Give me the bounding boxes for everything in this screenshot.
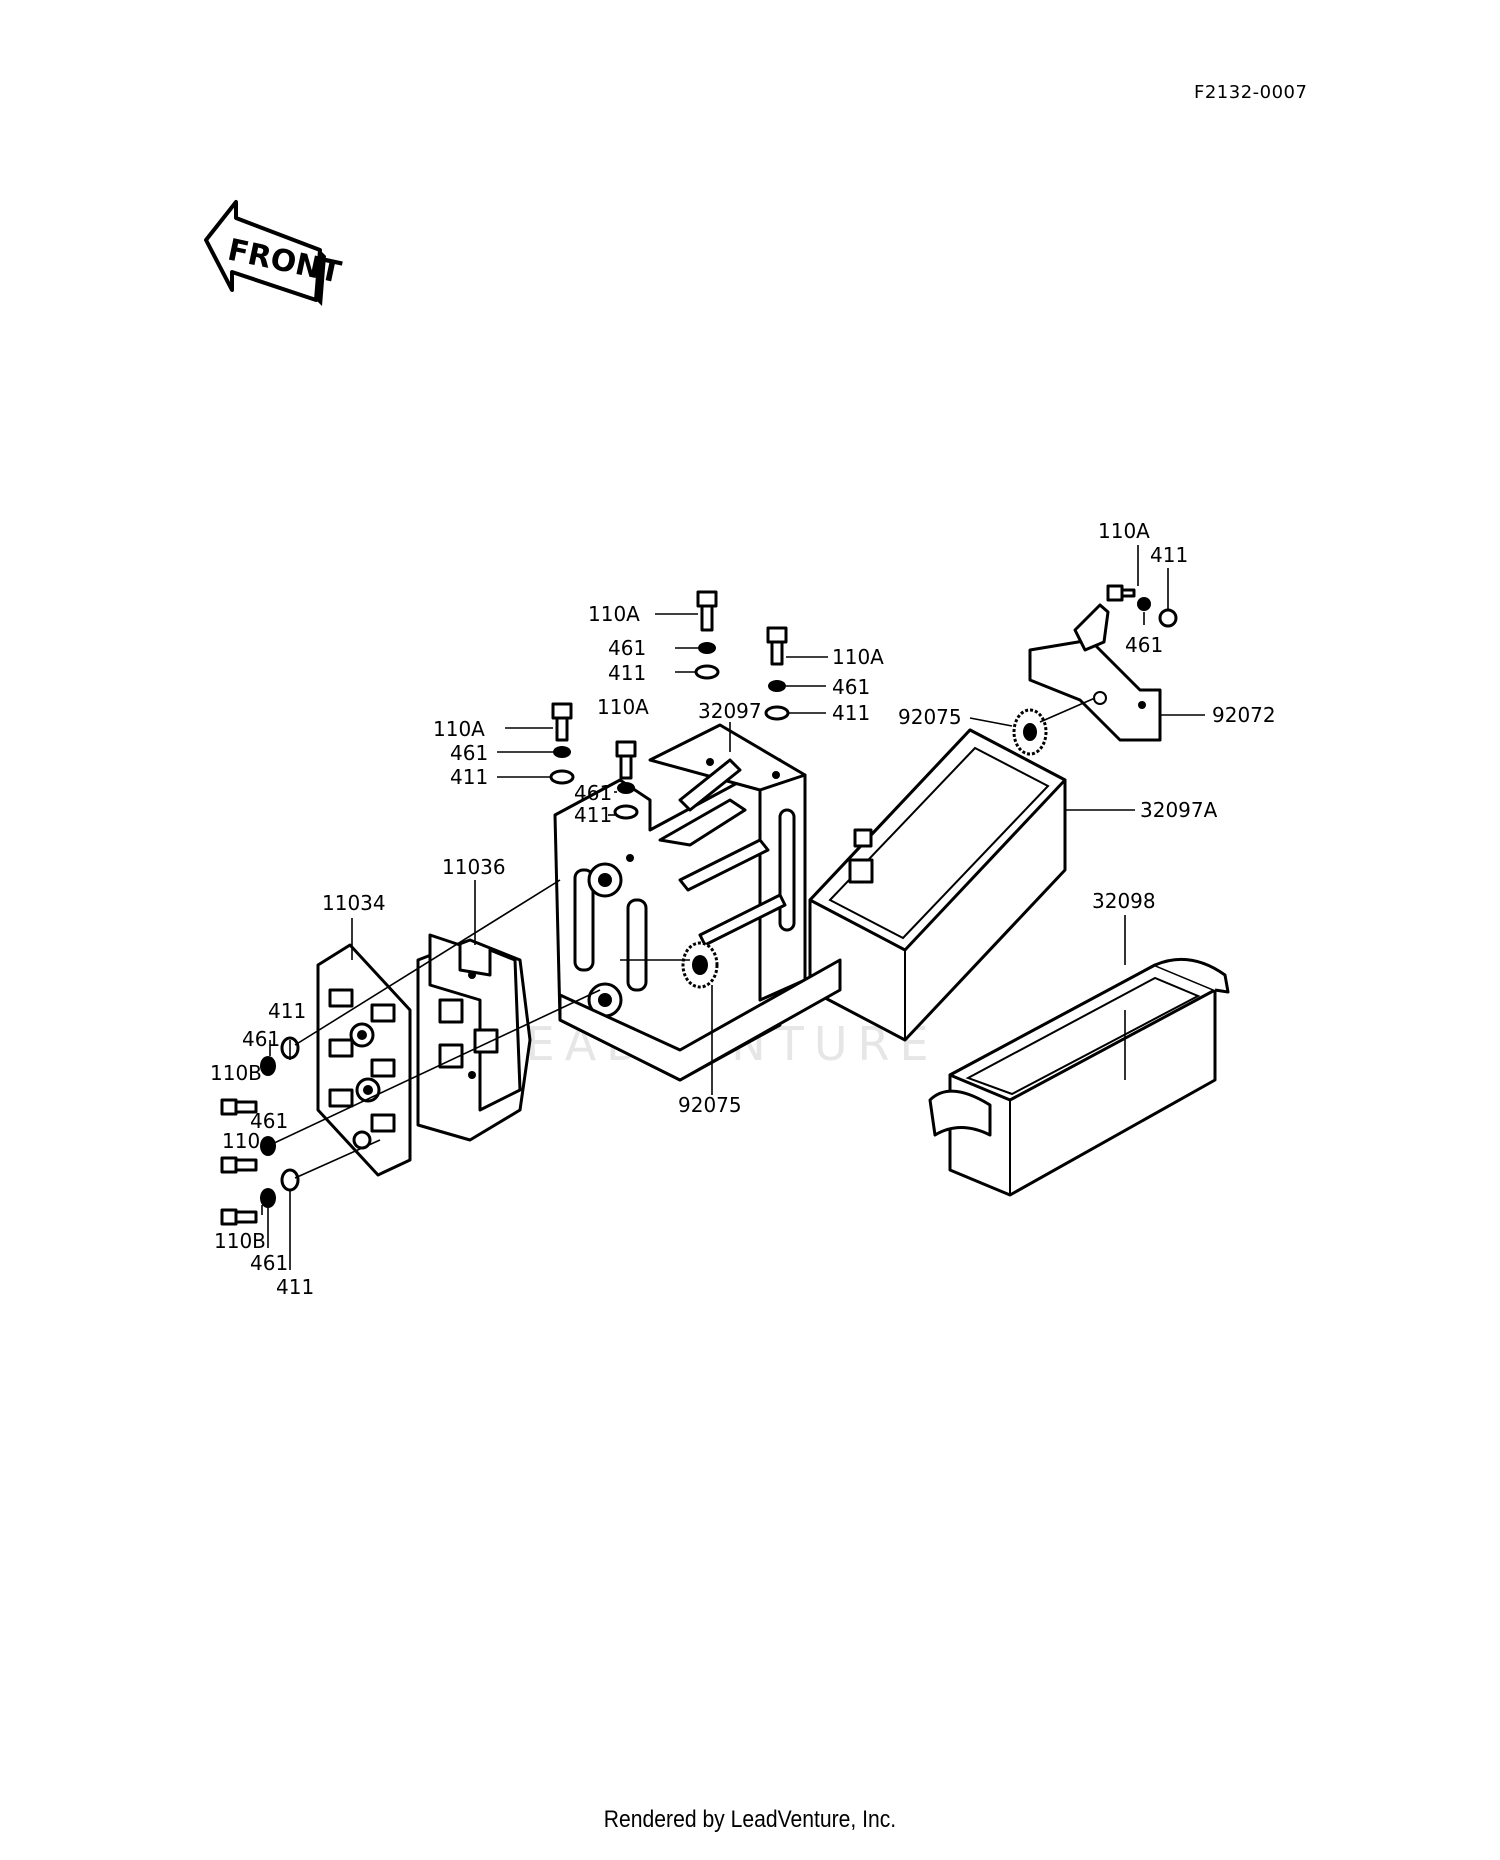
callout-461-f: 461 <box>242 1027 280 1051</box>
lockwasher-461-top-right <box>768 680 786 692</box>
callout-411-g: 411 <box>276 1275 314 1299</box>
bolt-110a-upper-right <box>1106 584 1136 602</box>
callout-110a-c: 110A <box>832 645 884 669</box>
callout-411-f: 411 <box>268 999 306 1023</box>
bolt-110a-top-center <box>696 590 718 632</box>
leader-lines <box>261 545 1205 1270</box>
washer-411-top-right <box>764 705 790 721</box>
callout-32098: 32098 <box>1092 889 1156 913</box>
lockwasher-461-left-mid <box>260 1136 276 1156</box>
plate-11036 <box>416 933 532 1142</box>
front-arrow-icon: FRONT <box>204 200 345 306</box>
callout-461-c: 461 <box>832 675 870 699</box>
washer-411-mid <box>613 804 639 820</box>
callout-110a-a: 110A <box>1098 519 1150 543</box>
damper-92075-center <box>681 941 719 989</box>
bracket-92072 <box>1028 603 1162 742</box>
callout-110a-d: 110A <box>433 717 485 741</box>
callout-461-a: 461 <box>1125 633 1163 657</box>
bolt-110b-upper <box>220 1098 258 1116</box>
callout-92075-a: 92075 <box>898 705 962 729</box>
assembly-guide-lines <box>269 697 1096 1179</box>
callout-461-b: 461 <box>608 636 646 660</box>
callout-92072: 92072 <box>1212 703 1276 727</box>
washer-411-top-left <box>549 769 575 785</box>
lockwasher-461-mid <box>617 782 635 794</box>
callout-32097: 32097 <box>698 699 762 723</box>
callout-411-b: 411 <box>608 661 646 685</box>
callout-411-d: 411 <box>450 765 488 789</box>
diagram-code: F2132-0007 <box>1194 82 1308 103</box>
washer-411-upper-right <box>1158 608 1178 628</box>
bolt-110a-mid <box>615 740 637 780</box>
callout-411-c: 411 <box>832 701 870 725</box>
callout-110b-b: 110B <box>214 1229 266 1253</box>
footer-credit: Rendered by LeadVenture, Inc. <box>603 1806 897 1833</box>
callout-11036: 11036 <box>442 855 506 879</box>
callout-461-g: 461 <box>250 1109 288 1133</box>
lockwasher-461-top-left <box>553 746 571 758</box>
bolt-110b-lower <box>220 1208 258 1226</box>
lockwasher-461-left-upper <box>260 1056 276 1076</box>
lockwasher-461-top-center <box>698 642 716 654</box>
callout-461-e: 461 <box>574 781 612 805</box>
battery-holder-32098 <box>928 957 1230 1197</box>
plate-11034 <box>316 943 412 1177</box>
damper-92075-right <box>1012 708 1048 756</box>
battery-case-32097a <box>808 728 1067 1042</box>
washer-411-top-center <box>694 664 720 680</box>
callout-11034: 11034 <box>322 891 386 915</box>
callout-110a-b: 110A <box>588 602 640 626</box>
bolt-110a-top-left <box>551 702 573 742</box>
washer-411-left-lower <box>280 1168 300 1192</box>
callout-461-h: 461 <box>250 1251 288 1275</box>
callout-110: 110 <box>222 1129 260 1153</box>
callout-411-a: 411 <box>1150 543 1188 567</box>
bolt-110-middle <box>220 1156 258 1174</box>
callout-labels: 110A 411 461 92072 92075 32097A 110A 461… <box>210 519 1276 1299</box>
callout-92075-b: 92075 <box>678 1093 742 1117</box>
lockwasher-461-left-lower <box>260 1188 276 1208</box>
callout-461-d: 461 <box>450 741 488 765</box>
callout-411-e: 411 <box>574 803 612 827</box>
callout-32097a: 32097A <box>1140 798 1218 822</box>
bolt-110a-top-right <box>766 626 788 666</box>
lockwasher-461-upper-right <box>1137 597 1151 611</box>
callout-110a-e: 110A <box>597 695 649 719</box>
callout-110b-a: 110B <box>210 1061 262 1085</box>
battery-bracket-32097 <box>553 723 842 1082</box>
